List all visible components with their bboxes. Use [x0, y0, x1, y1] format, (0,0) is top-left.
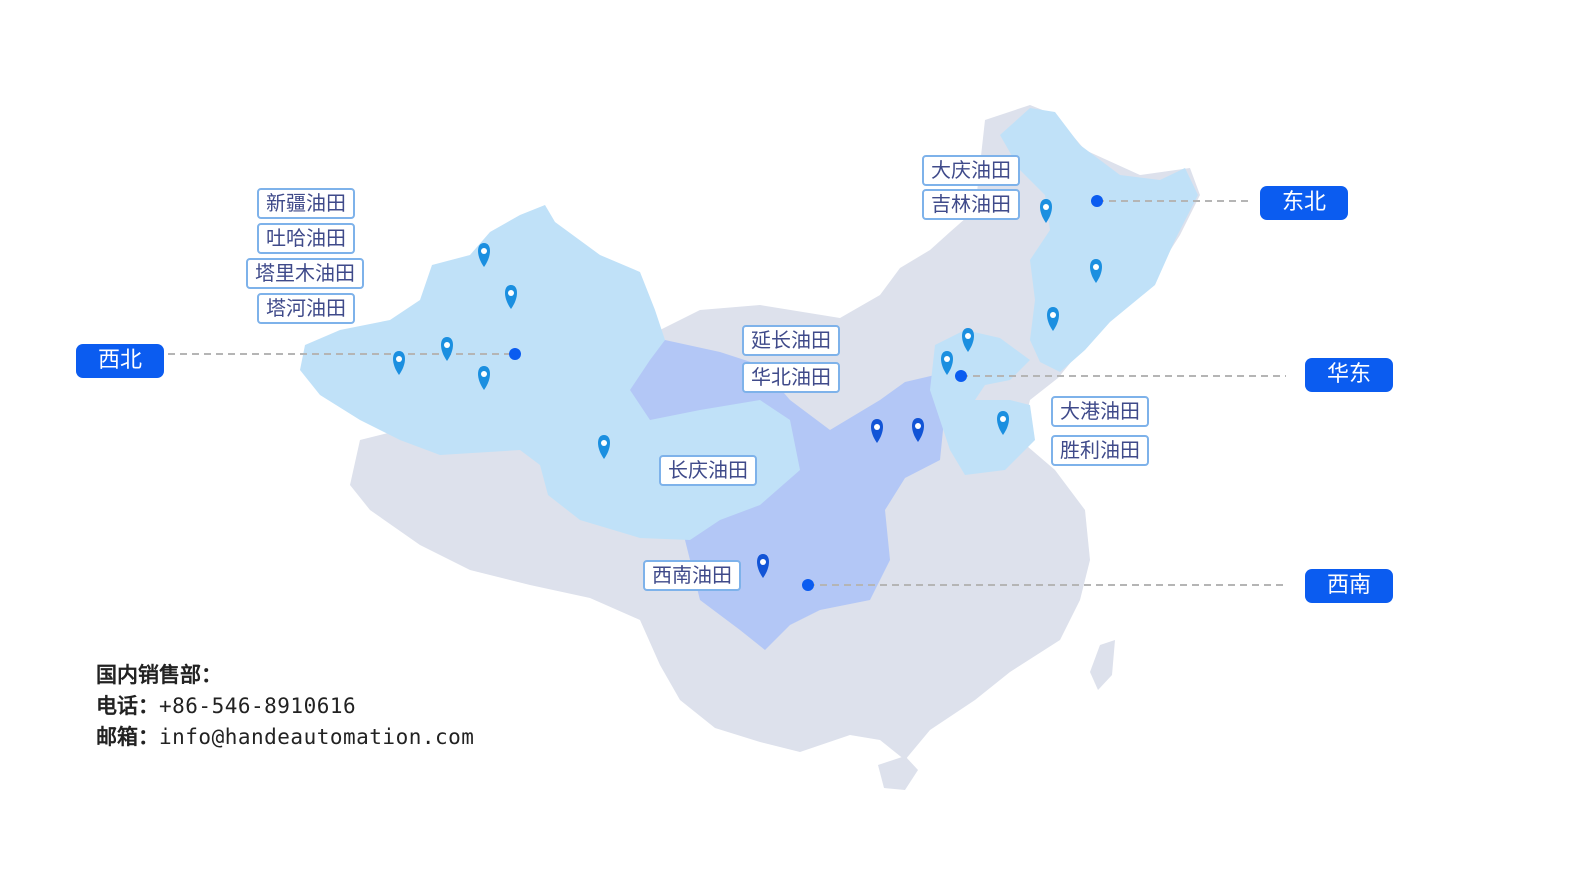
- oilfield-label-dagang: 大港油田: [1051, 396, 1149, 427]
- map-pin-icon: [757, 554, 769, 578]
- hub-dot-icon: [802, 579, 814, 591]
- east-region: [930, 330, 1035, 475]
- map-pin-icon: [912, 418, 924, 442]
- oilfield-label-tarim: 塔里木油田: [246, 258, 364, 289]
- phone-number[interactable]: +86-546-8910616: [159, 694, 357, 718]
- phone-label: 电话：: [96, 694, 159, 718]
- map-pin-icon: [962, 328, 974, 352]
- map-pin-icon: [1090, 259, 1102, 283]
- pins-layer: [393, 199, 1102, 578]
- map-pin-icon: [997, 411, 1009, 435]
- oilfield-label-huabei: 华北油田: [742, 362, 840, 393]
- oilfield-label-tahe: 塔河油田: [257, 293, 355, 324]
- hub-dot-icon: [509, 348, 521, 360]
- hub-dot-icon: [955, 370, 967, 382]
- email-label: 邮箱：: [96, 725, 159, 749]
- map-pin-icon: [505, 285, 517, 309]
- map-pin-icon: [871, 419, 883, 443]
- hub-dot-icon: [1091, 195, 1103, 207]
- region-badge-east[interactable]: 华东: [1305, 358, 1393, 392]
- contact-info: 国内销售部： 电话：+86-546-8910616 邮箱：info@handea…: [96, 660, 474, 753]
- map-pin-icon: [941, 351, 953, 375]
- contact-phone-row: 电话：+86-546-8910616: [96, 691, 474, 722]
- map-pin-icon: [393, 351, 405, 375]
- contact-department: 国内销售部：: [96, 663, 222, 687]
- map-pin-icon: [598, 435, 610, 459]
- map-pin-icon: [441, 337, 453, 361]
- map-pin-icon: [478, 243, 490, 267]
- contact-email-row: 邮箱：info@handeautomation.com: [96, 722, 474, 753]
- oilfield-label-tuha: 吐哈油田: [257, 223, 355, 254]
- region-badge-southwest[interactable]: 西南: [1305, 569, 1393, 603]
- oilfield-label-jilin: 吉林油田: [922, 189, 1020, 220]
- oilfield-label-southwest: 西南油田: [643, 560, 741, 591]
- oilfield-label-yanchang: 延长油田: [742, 325, 840, 356]
- email-address[interactable]: info@handeautomation.com: [159, 725, 475, 749]
- hainan-island: [878, 756, 918, 790]
- oilfield-label-changqing: 长庆油田: [659, 455, 757, 486]
- map-pin-icon: [478, 366, 490, 390]
- map-pin-icon: [1040, 199, 1052, 223]
- oilfield-label-shengli: 胜利油田: [1051, 435, 1149, 466]
- map-pin-icon: [1047, 307, 1059, 331]
- region-badge-northwest[interactable]: 西北: [76, 344, 164, 378]
- taiwan-island: [1090, 640, 1115, 690]
- oilfield-label-daqing: 大庆油田: [922, 155, 1020, 186]
- region-badge-northeast[interactable]: 东北: [1260, 186, 1348, 220]
- northeast-region: [1000, 108, 1198, 372]
- oilfield-label-xinjiang: 新疆油田: [257, 188, 355, 219]
